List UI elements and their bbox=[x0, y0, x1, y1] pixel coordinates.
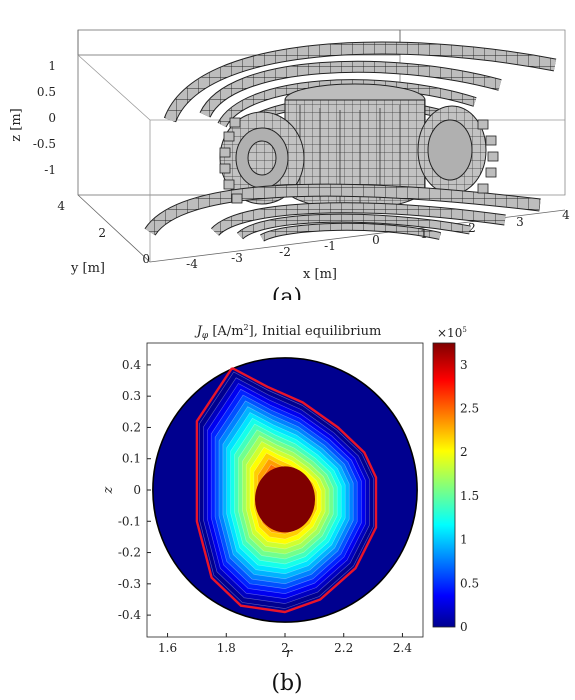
y-tick: 0 bbox=[142, 252, 150, 266]
z-axis-label: z [m] bbox=[9, 108, 24, 141]
colorbar-ticks: 0 0.5 1 1.5 2 2.5 3 bbox=[460, 358, 479, 634]
colorbar bbox=[432, 342, 456, 628]
x-tick: 4 bbox=[562, 208, 570, 222]
y-tick-label: 0.4 bbox=[122, 358, 141, 372]
x-tick: -2 bbox=[279, 245, 291, 259]
panel-a-label: (a) bbox=[272, 285, 302, 300]
x-tick-label: 2 bbox=[281, 641, 289, 655]
x-axis: -4 -3 -2 -1 0 1 2 3 4 x [m] bbox=[186, 208, 570, 282]
panel-b-label: (b) bbox=[271, 671, 302, 696]
current-density-field bbox=[152, 357, 418, 623]
separatrix-boundary bbox=[195, 366, 378, 614]
vessel-torus-right bbox=[417, 105, 487, 195]
y-axis-ticks: 0.4 0.3 0.2 0.1 0 -0.1 -0.2 -0.3 -0.4 bbox=[118, 358, 151, 622]
y-axis-label: y [m] bbox=[70, 261, 105, 276]
current-peak-core bbox=[255, 466, 315, 533]
x-tick-label: 2.4 bbox=[393, 641, 412, 655]
x-tick: 0 bbox=[372, 233, 380, 247]
colorbar-tick-label: 3 bbox=[460, 358, 468, 372]
panel-b-heatmap: Jφ [A/m2], Initial equilibrium 1.6 1.8 2 2.… bbox=[101, 323, 479, 696]
x-tick: -4 bbox=[186, 257, 198, 271]
z-tick: -1 bbox=[44, 163, 56, 177]
x-tick: 1 bbox=[420, 227, 428, 241]
heatmap-title: Jφ [A/m2], Initial equilibrium bbox=[194, 323, 382, 341]
colorbar-exponent: ×105 bbox=[437, 326, 467, 340]
y-tick-label: 0.1 bbox=[122, 452, 141, 466]
y-tick-label: -0.3 bbox=[118, 577, 141, 591]
colorbar-tick-label: 0 bbox=[460, 620, 468, 634]
y-tick: 4 bbox=[57, 199, 65, 213]
z-tick: 1 bbox=[48, 59, 56, 73]
z-tick: -0.5 bbox=[33, 137, 56, 151]
x-tick-label: 1.6 bbox=[158, 641, 177, 655]
vessel-wall bbox=[152, 357, 418, 623]
z-axis: 1 0.5 0 -0.5 -1 z [m] bbox=[9, 59, 56, 177]
y-tick-label: -0.1 bbox=[118, 514, 141, 528]
y-axis: 4 2 0 y [m] bbox=[57, 199, 150, 276]
y-tick-label: -0.4 bbox=[118, 608, 142, 622]
z-tick: 0 bbox=[48, 111, 56, 125]
colorbar-tick-label: 2 bbox=[460, 445, 468, 459]
x-axis-ticks: 1.6 1.8 2 2.2 2.4 bbox=[158, 633, 412, 655]
x-tick-label: 1.8 bbox=[217, 641, 236, 655]
x-tick: 2 bbox=[468, 221, 476, 235]
y-tick: 2 bbox=[98, 226, 106, 240]
y-tick-label: 0.3 bbox=[122, 389, 141, 403]
x-tick-label: 2.2 bbox=[334, 641, 353, 655]
x-tick: -3 bbox=[231, 251, 243, 265]
outer-poloidal-coils-bottom bbox=[144, 183, 541, 242]
colorbar-tick-label: 1.5 bbox=[460, 489, 479, 503]
x-axis-label: x [m] bbox=[303, 267, 337, 282]
y-tick-label: 0 bbox=[133, 483, 141, 497]
x-tick: -1 bbox=[324, 239, 336, 253]
shaping-coils bbox=[219, 117, 499, 204]
y-axis-label: z bbox=[101, 486, 116, 494]
y-tick-label: 0.2 bbox=[122, 420, 141, 434]
vessel-torus-left bbox=[219, 111, 305, 205]
panel-a-3d-plot: 1 0.5 0 -0.5 -1 z [m] 4 2 0 y [m] -4 -3 … bbox=[9, 29, 570, 300]
y-tick-label: -0.2 bbox=[118, 546, 141, 560]
colorbar-tick-label: 2.5 bbox=[460, 402, 479, 416]
z-tick: 0.5 bbox=[37, 85, 56, 99]
colorbar-tick-label: 1 bbox=[460, 533, 468, 547]
colorbar-tick-label: 0.5 bbox=[460, 576, 479, 590]
x-tick: 3 bbox=[516, 215, 524, 229]
x-axis-label: r bbox=[286, 646, 293, 661]
